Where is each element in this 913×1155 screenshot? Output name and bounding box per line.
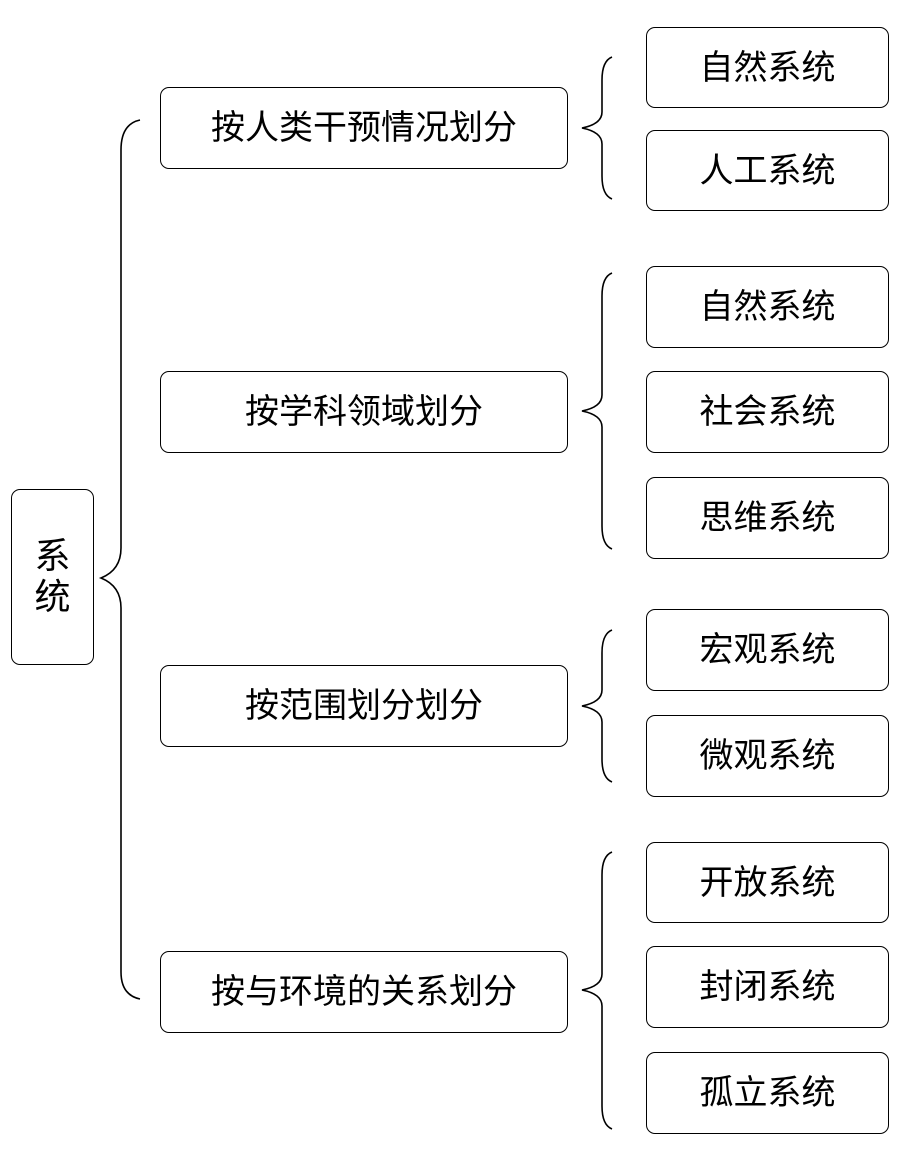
root-char-1: 系 (34, 535, 71, 577)
category-node-2: 按学科领域划分 (160, 371, 568, 453)
category-node-1: 按人类干预情况划分 (160, 87, 568, 169)
group-1-brace (581, 56, 613, 200)
group-4-brace (581, 851, 613, 1130)
leaf-node-4-3: 孤立系统 (646, 1052, 889, 1134)
root-node: 系 统 (11, 489, 94, 665)
leaf-node-4-2: 封闭系统 (646, 946, 889, 1028)
group-2-brace (581, 272, 613, 550)
leaf-node-2-1: 自然系统 (646, 266, 889, 348)
leaf-node-2-3: 思维系统 (646, 477, 889, 559)
leaf-node-3-1: 宏观系统 (646, 609, 889, 691)
leaf-node-3-2: 微观系统 (646, 715, 889, 797)
root-brace (98, 119, 141, 1000)
root-char-2: 统 (34, 577, 71, 618)
leaf-node-2-2: 社会系统 (646, 371, 889, 453)
category-node-4: 按与环境的关系划分 (160, 951, 568, 1033)
leaf-node-4-1: 开放系统 (646, 842, 889, 923)
category-node-3: 按范围划分划分 (160, 665, 568, 747)
group-3-brace (581, 629, 613, 783)
leaf-node-1-2: 人工系统 (646, 130, 889, 211)
leaf-node-1-1: 自然系统 (646, 27, 889, 108)
